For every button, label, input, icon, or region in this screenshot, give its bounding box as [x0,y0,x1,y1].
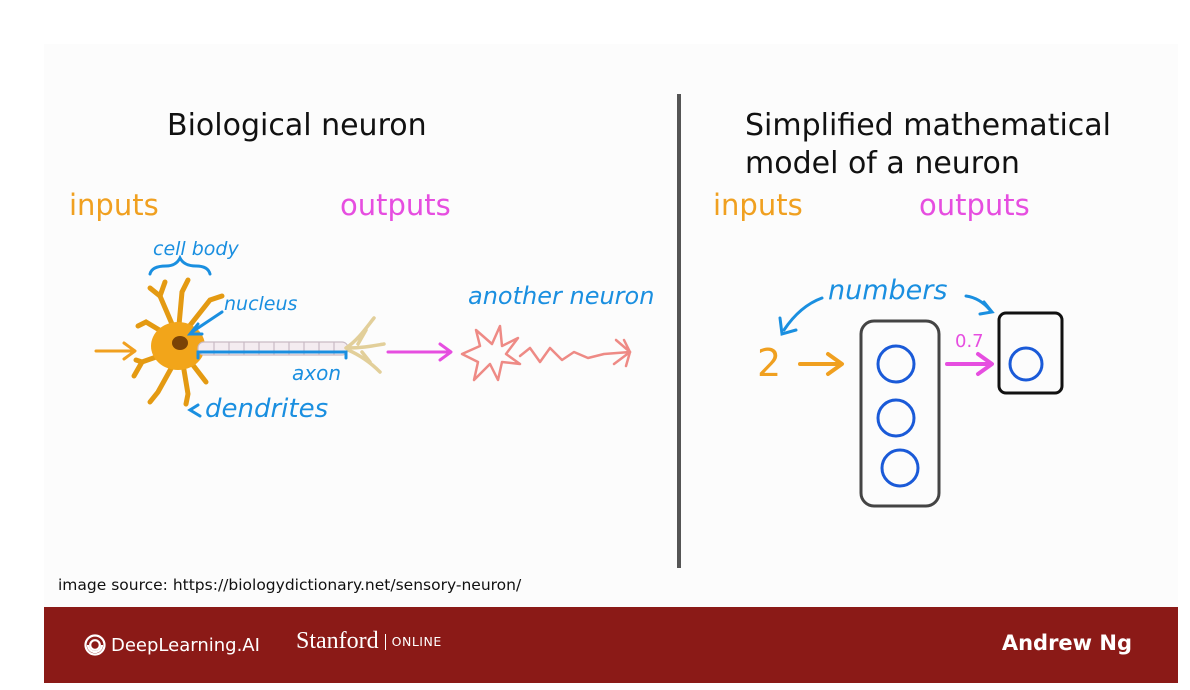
layer-unit-1 [876,344,916,384]
layer-box [859,319,941,508]
numbers-annotation: numbers [828,275,948,306]
biological-neuron-illustration [94,254,453,418]
layer-unit-3 [880,448,920,488]
deeplearning-ai-text: DeepLearning.AI [111,634,260,656]
stanford-text: Stanford [296,628,379,654]
right-panel-title-line1: Simplified mathematical [745,108,1112,143]
image-source-caption: image source: https://biologydictionary.… [58,576,522,594]
right-outputs-label: outputs [919,188,1030,222]
deeplearning-ai-logo: DeepLearning.AI [84,631,260,659]
layer-unit-2 [876,398,916,438]
axon-annotation: axon [292,361,342,385]
cell-body-annotation: cell body [153,238,239,260]
left-outputs-label: outputs [340,188,451,222]
footer-bar: DeepLearning.AI Stanford ONLINE Andrew N… [44,607,1178,683]
left-panel-title: Biological neuron [167,108,427,143]
dendrites-annotation: dendrites [205,394,329,424]
panel-divider [677,94,681,568]
left-inputs-label: inputs [69,188,159,222]
output-unit [1008,346,1044,382]
another-neuron-annotation: another neuron [468,282,655,310]
input-value: 2 [757,341,782,385]
online-text: ONLINE [384,633,442,650]
nucleus-shape [172,336,188,350]
output-box [997,311,1064,395]
nucleus-annotation: nucleus [224,293,298,315]
right-panel-title-line2: model of a neuron [745,146,1020,181]
slide-background [44,44,1178,607]
deeplearning-ai-icon [84,634,106,656]
stanford-online-logo: Stanford ONLINE [296,628,442,655]
math-neuron-model [778,294,1064,508]
output-value: 0.7 [955,331,984,352]
right-inputs-label: inputs [713,188,803,222]
another-neuron-illustration [460,324,632,382]
author-name: Andrew Ng [1001,631,1132,655]
